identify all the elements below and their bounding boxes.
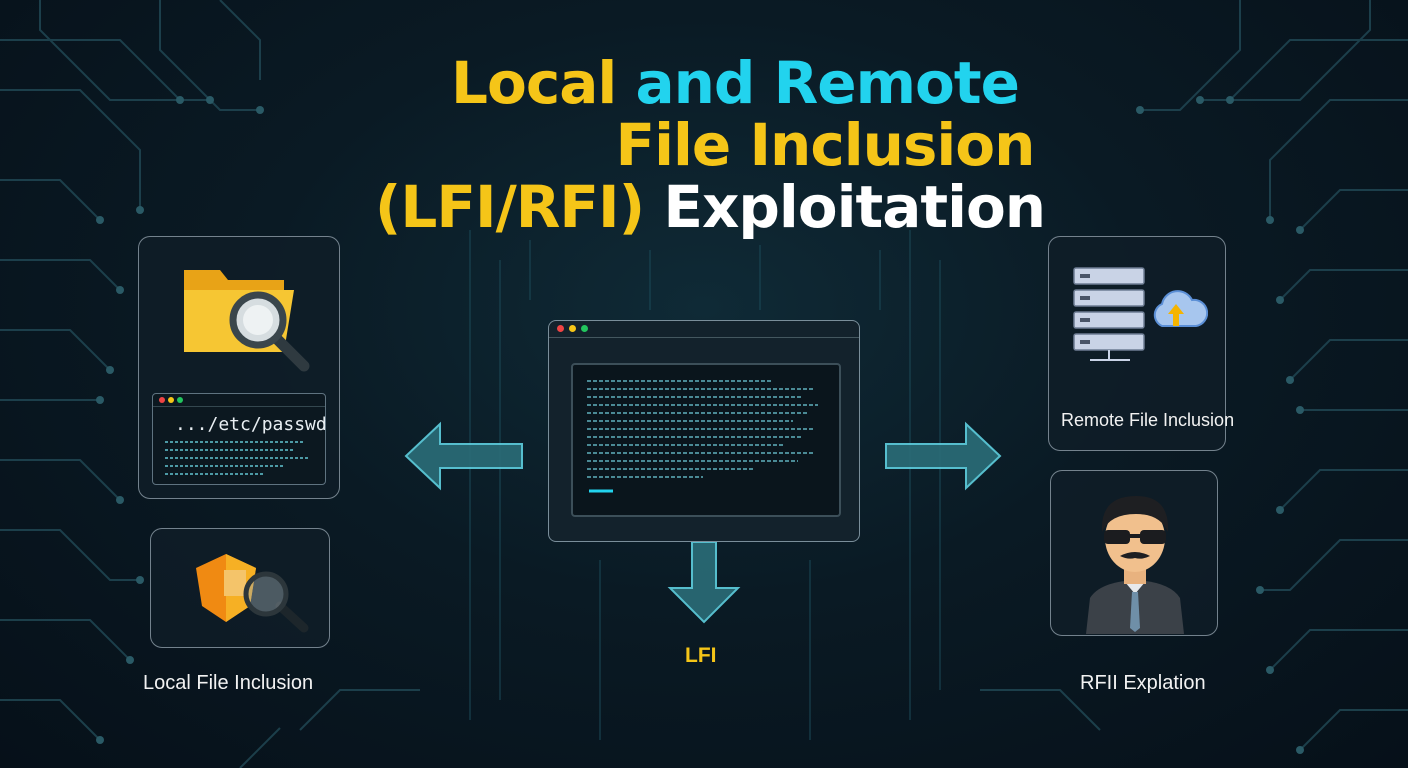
title-and-remote: and Remote (635, 49, 1019, 117)
left-arrow-icon (404, 421, 523, 491)
remote-file-inclusion-label: Remote File Inclusion (1061, 410, 1235, 430)
title-local: Local (451, 49, 617, 117)
magnifier-icon (229, 291, 310, 372)
lfi-center-label: LFI (685, 644, 717, 667)
passwd-path-text: .../etc/passwd (175, 414, 327, 435)
rfi-explation-label: RFII Explation (1080, 672, 1206, 694)
down-arrow-icon (667, 541, 741, 624)
terminal-window-icon: .../etc/passwd (152, 393, 327, 485)
server-rack-icon (1073, 267, 1145, 361)
hacker-avatar-icon (1086, 496, 1184, 634)
code-lines (165, 441, 310, 475)
title-exploitation: Exploitation (663, 173, 1046, 241)
right-arrow-icon (885, 421, 1002, 491)
magnifier-icon (243, 571, 309, 633)
cloud-upload-icon (1153, 290, 1208, 327)
local-file-inclusion-label: Local File Inclusion (143, 672, 314, 694)
page-title: Local and Remote File Inclusion (LFI/RFI… (300, 52, 1060, 238)
code-screen (571, 363, 841, 517)
browser-window (548, 320, 860, 542)
title-lfi-rfi: (LFI/RFI) (374, 173, 645, 241)
title-file-inclusion: File Inclusion (615, 111, 1036, 179)
